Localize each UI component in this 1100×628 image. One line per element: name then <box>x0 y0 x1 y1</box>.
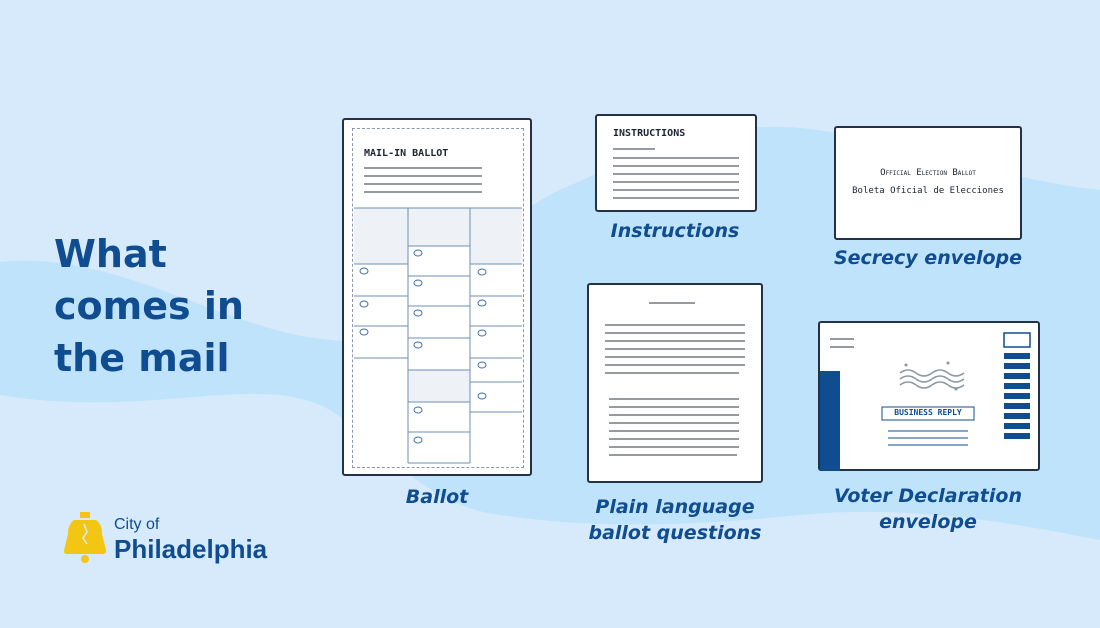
ballot-grid <box>354 167 522 464</box>
secrecy-envelope-line-2: Boleta Oficial de Elecciones <box>852 186 1004 196</box>
title-line-3: the mail <box>54 336 230 380</box>
instructions-caption-text: Instructions <box>610 220 740 242</box>
city-of-philadelphia-logo: City of Philadelphia <box>60 510 290 570</box>
voter-declaration-caption-line-2: envelope <box>879 511 977 533</box>
page-title: What comes in the mail <box>54 228 244 384</box>
ballot-caption: Ballot <box>342 484 532 510</box>
voter-declaration-caption: Voter Declaration envelope <box>812 483 1044 535</box>
plain-language-caption-line-2: ballot questions <box>588 522 762 544</box>
logo-philadelphia: Philadelphia <box>114 534 268 564</box>
title-line-2: comes in <box>54 284 244 328</box>
ballot-illustration: MAIL-IN BALLOT <box>342 118 532 476</box>
instructions-caption: Instructions <box>575 218 775 244</box>
title-line-1: What <box>54 232 167 276</box>
ballot-caption-text: Ballot <box>405 486 469 508</box>
plain-language-caption-line-1: Plain language <box>595 496 755 518</box>
logo-city-of: City of <box>114 516 160 533</box>
plain-language-text-lines <box>605 302 745 456</box>
voter-declaration-caption-line-1: Voter Declaration <box>834 485 1022 507</box>
envelope-marks <box>830 332 1031 446</box>
liberty-bell-icon <box>63 512 107 563</box>
secrecy-envelope-line-1: Official Election Ballot <box>880 168 976 178</box>
plain-language-illustration <box>587 283 763 483</box>
voter-declaration-envelope-illustration: BUSINESS REPLY <box>818 321 1040 471</box>
secrecy-envelope-caption-text: Secrecy envelope <box>833 247 1023 269</box>
instructions-doc-title: INSTRUCTIONS <box>613 128 686 139</box>
secrecy-envelope-caption: Secrecy envelope <box>818 245 1038 271</box>
business-reply-label: BUSINESS REPLY <box>894 408 962 417</box>
secrecy-envelope-illustration: Official Election Ballot Boleta Oficial … <box>834 126 1022 240</box>
instructions-illustration: INSTRUCTIONS <box>595 114 757 212</box>
ballot-doc-title: MAIL-IN BALLOT <box>364 148 449 159</box>
instructions-text-lines <box>613 148 739 199</box>
plain-language-caption: Plain language ballot questions <box>570 494 780 546</box>
envelope-side-stripe <box>820 371 840 471</box>
